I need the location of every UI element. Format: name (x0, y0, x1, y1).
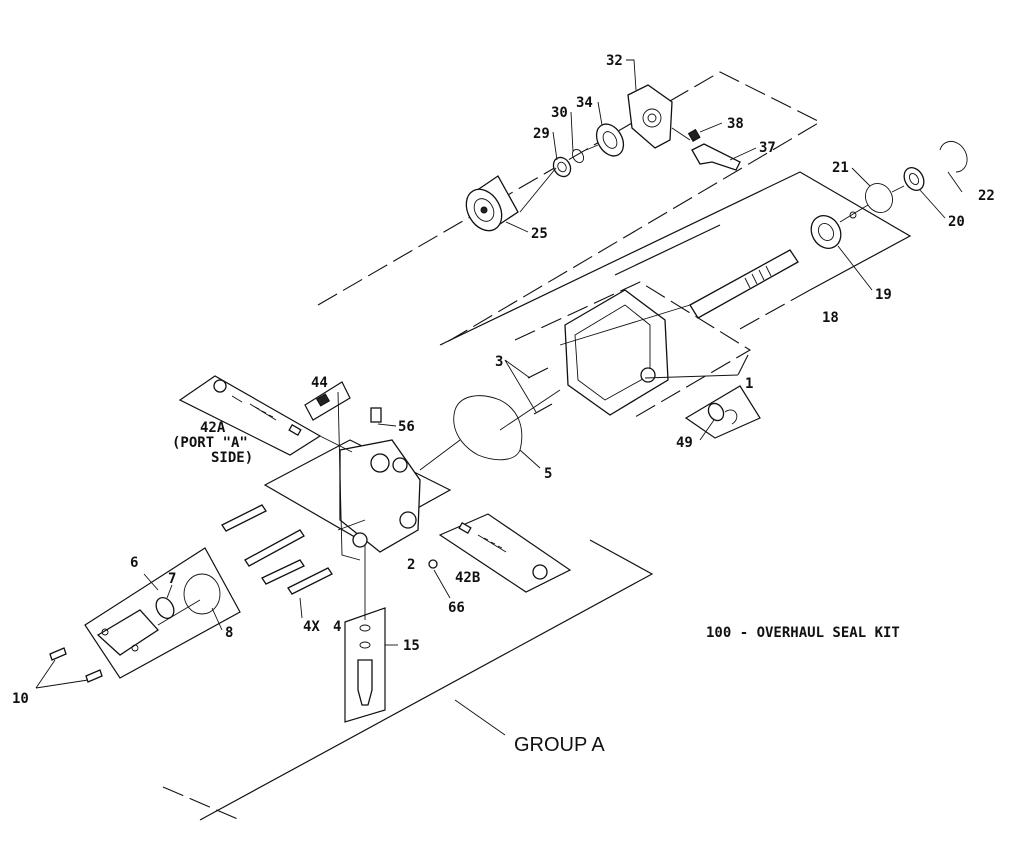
part-5-gasket (453, 395, 523, 461)
label-66: 66 (448, 600, 465, 616)
label-42a-line3: SIDE) (211, 450, 253, 466)
label-20: 20 (948, 214, 965, 230)
part-19-bearing (810, 215, 842, 249)
group-boundaries (84, 71, 912, 821)
part-56-plug (370, 407, 382, 423)
part-15-valve-insert (357, 624, 373, 706)
label-21: 21 (832, 160, 849, 176)
label-42a-line2: (PORT "A" (172, 435, 248, 451)
part-44-plug (315, 393, 331, 407)
part-8-o-ring (183, 573, 221, 615)
label-49: 49 (676, 435, 693, 451)
label-5: 5 (544, 466, 552, 482)
label-56: 56 (398, 419, 415, 435)
part-37-lever (691, 143, 741, 171)
part-42b-valve (458, 522, 548, 580)
part-29-bearing (552, 156, 572, 178)
label-30: 30 (551, 105, 568, 121)
label-44: 44 (311, 375, 328, 391)
group-label: GROUP A (514, 734, 605, 756)
part-34-seal (595, 123, 625, 157)
label-1: 1 (745, 376, 753, 392)
kit-note: 100 - OVERHAUL SEAL KIT (706, 625, 900, 641)
label-38: 38 (727, 116, 744, 132)
center-lines (157, 127, 905, 626)
label-4x: 4X (303, 619, 320, 635)
part-6-cover (96, 609, 159, 656)
part-38-pin (687, 128, 701, 143)
part-end-cover (339, 439, 421, 553)
part-49-seal-kit (707, 402, 738, 425)
part-66-plug (428, 559, 438, 569)
part-10-screws (49, 647, 103, 683)
label-19: 19 (875, 287, 892, 303)
label-2: 2 (407, 557, 415, 573)
label-18: 18 (822, 310, 839, 326)
part-7-bearing (155, 597, 175, 619)
label-8: 8 (225, 625, 233, 641)
part-3-dowel-pins (527, 367, 553, 415)
label-29: 29 (533, 126, 550, 142)
label-22: 22 (978, 188, 995, 204)
label-4: 4 (333, 619, 341, 635)
label-42b: 42B (455, 570, 480, 586)
part-1-housing (564, 289, 669, 416)
label-34: 34 (576, 95, 593, 111)
label-3: 3 (495, 354, 503, 370)
callout-labels: 32 30 34 38 29 37 21 22 20 25 19 18 3 1 … (12, 53, 995, 707)
label-37: 37 (759, 140, 776, 156)
label-7: 7 (168, 571, 176, 587)
label-6: 6 (130, 555, 138, 571)
part-42a-valve (213, 379, 302, 436)
part-32-bracket (627, 84, 673, 149)
part-20-bearing (903, 167, 925, 191)
leader-lines (35, 59, 963, 736)
label-25: 25 (531, 226, 548, 242)
label-42a: 42A (200, 420, 226, 436)
part-shaft (689, 211, 857, 319)
part-22-snap-ring (939, 141, 968, 173)
label-32: 32 (606, 53, 623, 69)
part-21-ring (865, 183, 893, 213)
label-15: 15 (403, 638, 420, 654)
part-4-bolts (221, 504, 333, 595)
part-30-ring (571, 148, 585, 164)
part-25-bearing-housing (465, 175, 519, 232)
label-10: 10 (12, 691, 29, 707)
